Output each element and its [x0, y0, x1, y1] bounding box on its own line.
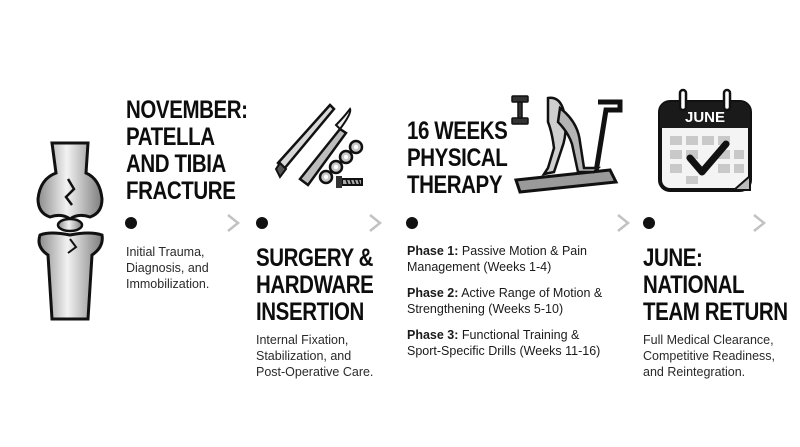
step-3-title-line: PHYSICAL — [407, 144, 508, 172]
step-2-description: Internal Fixation, Stabilization, and Po… — [256, 332, 373, 380]
step-2-title-line: SURGERY & — [256, 244, 374, 272]
step-2-title: SURGERY & HARDWARE INSERTION — [256, 244, 374, 326]
calendar-check-icon: JUNE — [658, 88, 752, 192]
step-2-description-line: Post-Operative Care. — [256, 365, 374, 379]
step-1-title: NOVEMBER: PATELLA AND TIBIA FRACTURE — [126, 97, 248, 205]
timeline-segment-4 — [648, 214, 767, 232]
step-3-title: 16 WEEKS PHYSICAL THERAPY — [407, 117, 508, 199]
step-2-description-line: Internal Fixation, — [256, 333, 349, 347]
phase-text: Sport-Specific Drills (Weeks 11-16) — [407, 344, 601, 358]
step-1-description-line: Diagnosis, and — [126, 261, 209, 275]
phase-text: Management (Weeks 1-4) — [407, 260, 552, 274]
phase-label: Phase 1: — [407, 244, 459, 258]
timeline-segment-3 — [412, 214, 631, 232]
surgical-tools-icon — [274, 103, 364, 188]
step-1-description: Initial Trauma, Diagnosis, and Immobiliz… — [126, 244, 209, 292]
step-4-description-line: Competitive Readiness, — [643, 349, 776, 363]
step-1-description-line: Initial Trauma, — [126, 245, 205, 259]
step-1-title-line: FRACTURE — [126, 177, 236, 205]
treadmill-icon — [511, 95, 623, 194]
phase-label: Phase 3: — [407, 328, 459, 342]
phase-text: Passive Motion & Pain — [461, 244, 587, 258]
phase-text: Active Range of Motion & — [461, 286, 603, 300]
step-4-title-line: JUNE: — [643, 244, 703, 272]
timeline-dot-2 — [256, 217, 268, 229]
phase-text: Strengthening (Weeks 5-10) — [407, 302, 564, 316]
step-4-title-line: TEAM RETURN — [643, 298, 788, 326]
step-1-title-line: PATELLA — [126, 123, 215, 151]
phase-item: Phase 2: Active Range of Motion & Streng… — [407, 285, 602, 317]
knee-fracture-icon — [36, 141, 104, 321]
step-4-title-line: NATIONAL — [643, 271, 745, 299]
step-4-description-line: Full Medical Clearance, — [643, 333, 774, 347]
timeline-dot-3 — [406, 217, 418, 229]
phase-text: Functional Training & — [461, 328, 580, 342]
step-2-description-line: Stabilization, and — [256, 349, 352, 363]
step-3-title-line: 16 WEEKS — [407, 117, 508, 145]
timeline-dot-1 — [125, 217, 137, 229]
step-4-title: JUNE: NATIONAL TEAM RETURN — [643, 245, 788, 326]
step-2-title-line: HARDWARE — [256, 271, 374, 299]
step-1-description-line: Immobilization. — [126, 277, 210, 291]
step-1-title-line: NOVEMBER: — [126, 96, 248, 124]
calendar-label: JUNE — [685, 109, 725, 126]
step-4-description: Full Medical Clearance, Competitive Read… — [643, 332, 775, 380]
step-1-title-line: AND TIBIA — [126, 150, 226, 178]
timeline-segment-2 — [262, 214, 383, 232]
phase-item: Phase 1: Passive Motion & Pain Managemen… — [407, 243, 602, 275]
timeline-segment-1 — [132, 214, 241, 232]
step-2-title-line: INSERTION — [256, 298, 364, 326]
phase-item: Phase 3: Functional Training & Sport-Spe… — [407, 327, 602, 359]
step-3-phase-list: Phase 1: Passive Motion & Pain Managemen… — [407, 243, 602, 369]
phase-label: Phase 2: — [407, 286, 459, 300]
step-3-title-line: THERAPY — [407, 171, 503, 199]
timeline-dot-4 — [643, 217, 655, 229]
step-4-description-line: and Reintegration. — [643, 365, 746, 379]
